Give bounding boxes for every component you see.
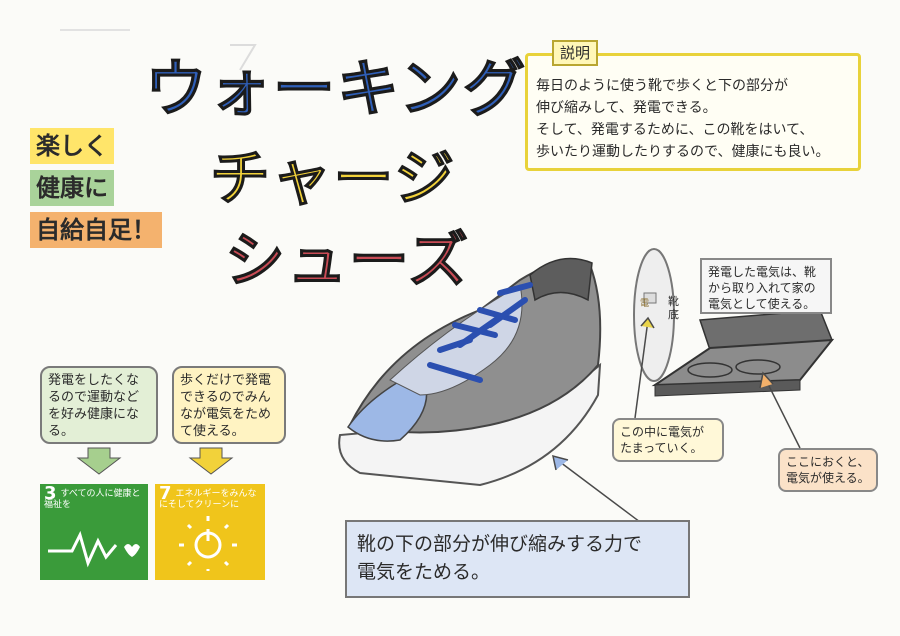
arrow-to-stand: [759, 371, 801, 449]
bubble-health: 発電をしたくなるので運動などを好み健康になる。: [40, 366, 158, 444]
pad-label: 電: [640, 299, 650, 309]
bottom-line-1: 靴の下の部分が伸び縮みする力で: [357, 533, 643, 555]
slogan-self-sufficient: 自給自足！: [30, 212, 162, 248]
description-box: 毎日のように使う靴で歩くと下の部分が 伸び縮みして、発電できる。 そして、発電す…: [525, 53, 861, 171]
bubble-energy: 歩くだけで発電できるのでみんなが電気をためて使える。: [172, 366, 286, 444]
arrow-down-yellow: [188, 447, 234, 475]
arrow-to-insole: [634, 316, 655, 419]
description-line: そして、発電するために、この靴をはいて、: [536, 122, 814, 138]
title-line-2: チャージ: [209, 143, 457, 214]
shoe-illustration: [338, 257, 602, 487]
arrow-to-sole: [552, 454, 641, 523]
description-line: 毎日のように使う靴で歩くと下の部分が: [536, 78, 788, 94]
callout-place-to-use: ここにおくと、電気が使える。: [778, 448, 878, 492]
sdg-text: すべての人に健康と福祉を: [44, 489, 141, 510]
description-label: 説明: [552, 40, 599, 66]
title-line-3: シューズ: [224, 225, 470, 296]
sun-power-icon: [179, 516, 237, 571]
sole-label: 靴底: [668, 295, 679, 321]
sdg-number: 3: [44, 483, 57, 504]
charging-stand-illustration: [651, 309, 835, 397]
bottom-explanation-box: 靴の下の部分が伸び縮みする力で 電気をためる。: [345, 520, 690, 598]
title-line-1: ウォーキング: [144, 51, 528, 125]
description-line: 伸び縮みして、発電できる。: [536, 100, 717, 116]
callout-electricity-store: この中に電気がたまっていく。: [612, 418, 724, 462]
sdg-text: エネルギーをみんなにそしてクリーンに: [159, 489, 257, 510]
heartbeat-icon: [48, 530, 140, 568]
sdg-number: 7: [159, 483, 172, 504]
callout-electricity-use: 発電した電気は、靴から取り入れて家の電気として使える。: [700, 258, 832, 314]
description-line: 歩いたり運動したりするので、健康にも良い。: [536, 144, 830, 160]
slogan-health: 健康に: [30, 170, 114, 206]
arrow-down-green: [76, 447, 122, 475]
bottom-line-2: 電気をためる。: [357, 561, 491, 583]
slogan-fun: 楽しく: [30, 128, 114, 164]
